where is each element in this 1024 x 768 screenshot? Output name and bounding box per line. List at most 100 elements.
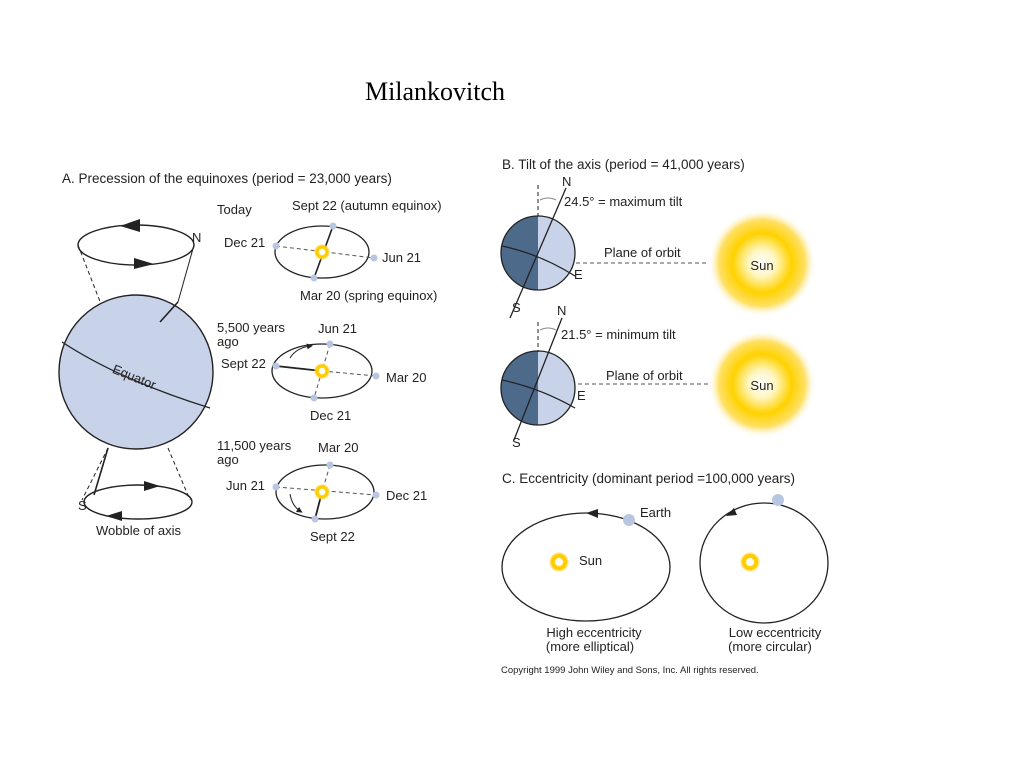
plane-label: Plane of orbit (606, 368, 683, 383)
sun-icon (549, 552, 569, 572)
max-tilt-label: 24.5° = maximum tilt (564, 194, 683, 209)
earth-dot (272, 483, 280, 491)
earth-dot (372, 372, 380, 380)
orbit-ellipse (275, 464, 375, 520)
tilted-axis (513, 317, 563, 441)
earth-dot (772, 494, 784, 506)
arrow-icon (586, 509, 598, 518)
sun-icon (708, 330, 816, 438)
south-label: S (78, 498, 87, 513)
sun-icon (314, 484, 330, 500)
sun-icon (740, 552, 760, 572)
wobble-label: Wobble of axis (96, 523, 182, 538)
orbit-ellipse (274, 225, 370, 279)
tilted-axis (509, 187, 567, 319)
ago5500-bottom-label: Dec 21 (310, 408, 351, 423)
circular-orbit (699, 502, 829, 624)
orbit-5500-years: 5,500 years ago Jun 21 Sept 22 Mar 20 De… (217, 320, 426, 423)
earth-dot (326, 461, 334, 469)
equator-line (61, 341, 211, 409)
earth-dot (326, 340, 334, 348)
panel-eccentricity: C. Eccentricity (dominant period =100,00… (501, 471, 829, 676)
north-label: N (562, 174, 571, 189)
arrow-icon (120, 219, 140, 232)
ago5500-label-1: 5,500 years (217, 320, 285, 335)
earth-dot (310, 274, 318, 282)
today-label: Today (217, 202, 252, 217)
ago11500-top-label: Mar 20 (318, 440, 358, 455)
globe-min-tilt: N S E 21.5° = minimum tilt Plane of orbi… (500, 303, 816, 450)
sun-label: Sun (750, 258, 773, 273)
sun-icon (314, 363, 330, 379)
precession-heading: A. Precession of the equinoxes (period =… (62, 171, 392, 186)
tilt-heading: B. Tilt of the axis (period = 41,000 yea… (502, 157, 745, 172)
min-tilt-label: 21.5° = minimum tilt (561, 327, 676, 342)
equinox-line-dashed (321, 370, 377, 377)
globe-max-tilt: N S E 24.5° = maximum tilt Plane of orbi… (500, 174, 816, 319)
arrow-icon (106, 511, 122, 521)
north-label: N (557, 303, 566, 318)
earth-dot (623, 514, 635, 526)
today-right-label: Jun 21 (382, 250, 421, 265)
rotation-arrow-icon (289, 493, 303, 513)
high-eccentricity-sublabel: (more elliptical) (546, 639, 634, 654)
ago11500-label-2: ago (217, 452, 239, 467)
sun-icon (314, 244, 330, 260)
cone-line (167, 447, 191, 501)
eccentricity-heading: C. Eccentricity (dominant period =100,00… (502, 471, 795, 486)
copyright-text: Copyright 1999 John Wiley and Sons, Inc.… (501, 665, 759, 676)
panel-tilt: B. Tilt of the axis (period = 41,000 yea… (500, 157, 816, 450)
orbit-today: Today Sept 22 (autumn equinox) Dec 21 Ju… (217, 198, 442, 303)
tilt-angle-arc (539, 197, 557, 201)
sun-icon (708, 209, 816, 317)
ago11500-left-label: Jun 21 (226, 478, 265, 493)
ago5500-left-label: Sept 22 (221, 356, 266, 371)
wobble-ellipse-bottom (83, 484, 193, 520)
rotation-arrow-icon (289, 343, 313, 359)
tilt-angle-arc (539, 327, 557, 331)
earth-dot (372, 491, 380, 499)
earth-globe (58, 294, 214, 450)
plane-label: Plane of orbit (604, 245, 681, 260)
earth-dot (311, 515, 319, 523)
north-label: N (192, 230, 201, 245)
earth-dot (329, 222, 337, 230)
orbit-ellipse (271, 343, 373, 399)
earth-axis (159, 301, 179, 323)
earth-dot (272, 242, 280, 250)
page-title: Milankovitch (365, 77, 505, 106)
low-eccentricity-sublabel: (more circular) (728, 639, 812, 654)
earth-dot (370, 254, 378, 262)
panel-precession: A. Precession of the equinoxes (period =… (58, 171, 442, 544)
cone-line (177, 244, 195, 303)
today-left-label: Dec 21 (224, 235, 265, 250)
ago11500-label-1: 11,500 years (217, 438, 292, 453)
earth-axis-south (93, 447, 109, 496)
sun-label: Sun (750, 378, 773, 393)
east-label: E (577, 388, 586, 403)
earth-dot (272, 362, 280, 370)
equator-line (501, 245, 576, 277)
south-label: S (512, 300, 521, 315)
today-bottom-label: Mar 20 (spring equinox) (300, 288, 437, 303)
ago5500-label-2: ago (217, 334, 239, 349)
orbit-11500-years: 11,500 years ago Mar 20 Jun 21 Dec 21 Se… (217, 438, 427, 544)
earth-dot (310, 394, 318, 402)
high-eccentricity-label: High eccentricity (546, 625, 642, 640)
arrow-icon (726, 508, 737, 516)
arrow-icon (144, 481, 160, 491)
sun-label: Sun (579, 553, 602, 568)
cone-line (81, 447, 109, 501)
equator-line (501, 379, 576, 409)
today-top-label: Sept 22 (autumn equinox) (292, 198, 442, 213)
low-eccentricity-label: Low eccentricity (729, 625, 822, 640)
ago5500-right-label: Mar 20 (386, 370, 426, 385)
ago5500-top-label: Jun 21 (318, 321, 357, 336)
earth-label: Earth (640, 505, 671, 520)
arrow-icon (134, 258, 154, 269)
south-label: S (512, 435, 521, 450)
ago11500-right-label: Dec 21 (386, 488, 427, 503)
ago11500-bottom-label: Sept 22 (310, 529, 355, 544)
east-label: E (574, 267, 583, 282)
